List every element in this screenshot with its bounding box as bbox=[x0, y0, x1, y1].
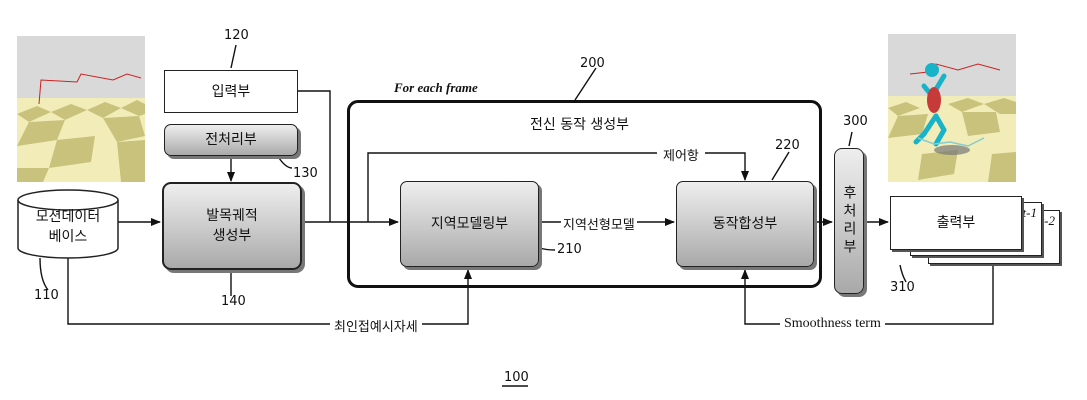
local-linear-model-label: 지역선형모델 bbox=[561, 214, 637, 233]
local-modeling-block: 지역모델링부 bbox=[400, 181, 539, 267]
ref-input: 120 bbox=[224, 28, 249, 43]
database-cylinder-icon bbox=[17, 189, 119, 259]
ref-postprocess: 300 bbox=[843, 114, 868, 129]
ref-preprocess: 130 bbox=[293, 166, 318, 181]
container-title: 전신 동작 생성부 bbox=[530, 114, 630, 134]
preprocess-block: 전처리부 bbox=[164, 124, 298, 156]
output-block: 출력부 bbox=[890, 196, 1022, 250]
edge-nearest-pose bbox=[67, 258, 472, 325]
ref-container: 200 bbox=[580, 56, 605, 71]
output-motion-thumbnail bbox=[888, 34, 1016, 182]
input-block: 입력부 bbox=[164, 70, 298, 113]
input-motion-thumbnail bbox=[17, 36, 145, 182]
foot-trajectory-block: 발목궤적 생성부 bbox=[162, 182, 302, 270]
nearest-pose-example-label: 최인접예시자세 bbox=[330, 316, 422, 335]
ref-database: 110 bbox=[34, 288, 59, 303]
postprocess-block: 후처리부 bbox=[834, 148, 864, 294]
figure-number: 100 bbox=[504, 370, 529, 385]
ref-motion-synthesis: 220 bbox=[775, 138, 800, 153]
ref-local-modeling: 210 bbox=[557, 242, 582, 257]
edge-input-to-main bbox=[298, 90, 331, 222]
edge-control-term bbox=[367, 152, 749, 222]
ref-foot-trajectory: 140 bbox=[221, 294, 246, 309]
control-term-label: 제어항 bbox=[657, 145, 705, 164]
frame-tag-t-2: t-2 bbox=[1040, 213, 1055, 228]
whole-body-motion-generator bbox=[347, 100, 822, 288]
frame-caption: For each frame bbox=[394, 80, 478, 96]
frame-tag-t-1: t-1 bbox=[1022, 205, 1037, 220]
ref-output: 310 bbox=[890, 280, 915, 295]
smoothness-term-label: Smoothness term bbox=[780, 316, 885, 332]
motion-synthesis-block: 동작합성부 bbox=[676, 181, 814, 267]
database-label: 모션데이터 베이스 bbox=[35, 209, 101, 245]
